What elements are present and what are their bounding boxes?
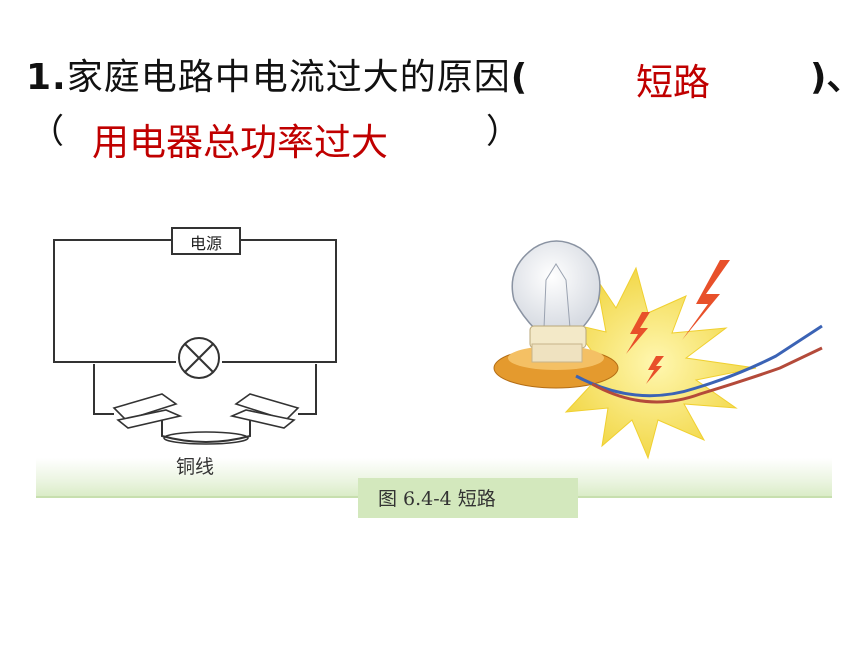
answer-short-circuit: 短路: [636, 61, 710, 104]
clip-icon: [112, 393, 300, 429]
answer-overload: 用电器总功率过大: [92, 121, 388, 164]
short-circuit-figure: 电源 铜线 图 6.4-4 短路: [36, 208, 832, 526]
question-line-1: 1.家庭电路中电流过大的原因(: [26, 48, 528, 100]
question-text: 家庭电路中电流过大的原因: [66, 57, 511, 98]
close-paren: )、: [810, 57, 860, 98]
light-bulb-icon: [493, 240, 619, 389]
question-number: 1.: [26, 57, 67, 98]
open-paren: (: [510, 57, 529, 98]
power-source-label: 电源: [189, 234, 222, 253]
figure-caption: 图 6.4-4 短路: [378, 488, 496, 510]
caption-band: [358, 478, 578, 518]
open-paren-2: （: [30, 112, 64, 152]
circuit-diagram: [53, 227, 337, 415]
figure-illustration: [36, 227, 832, 498]
copper-wire-label: 铜线: [176, 456, 215, 478]
lamp-symbol-icon: [178, 337, 220, 379]
close-paren-2: ）: [486, 112, 520, 152]
lightning-icon: [682, 260, 730, 340]
